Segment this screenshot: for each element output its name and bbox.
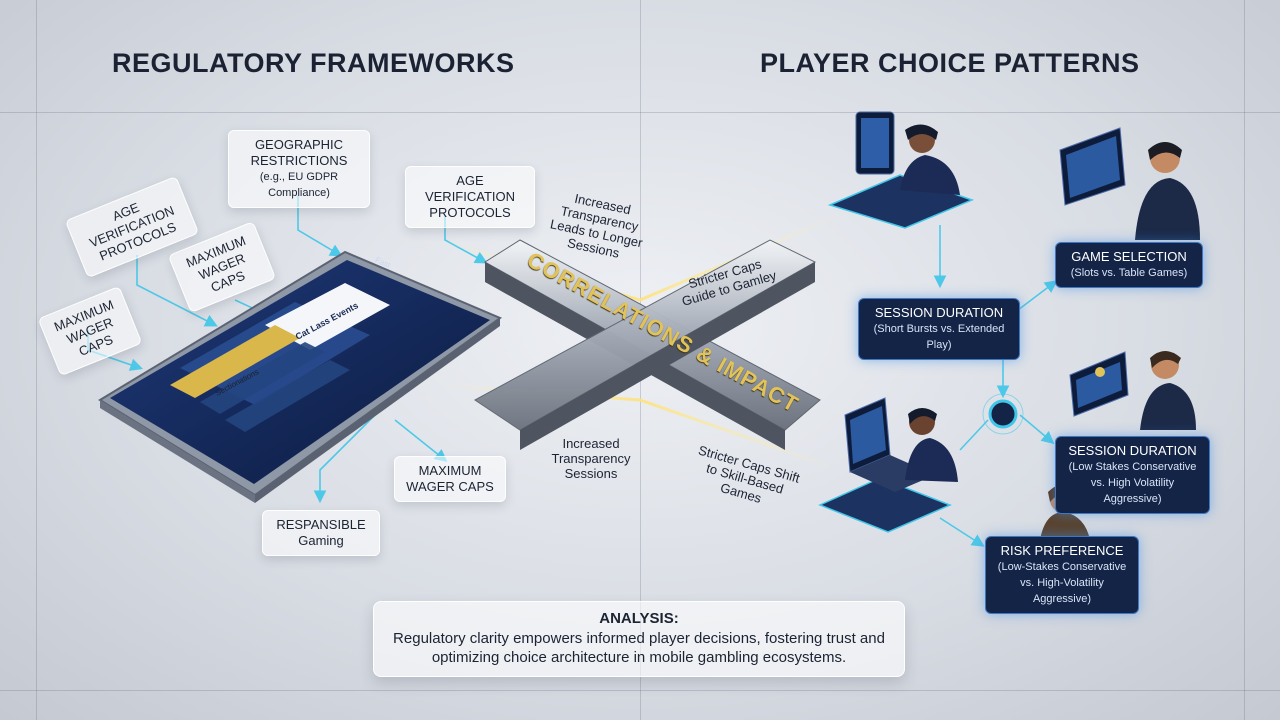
tag-session-duration-bottom-title: SESSION DURATION xyxy=(1068,443,1197,458)
tag-responsible-gaming: RESPANSIBLE Gaming xyxy=(262,510,380,556)
tag-wager-caps-bottom-label: MAXIMUM WAGER CAPS xyxy=(406,463,494,494)
tag-geographic-title: GEOGRAPHIC RESTRICTIONS xyxy=(250,137,348,168)
analysis-heading: ANALYSIS: xyxy=(599,610,679,627)
analysis-panel: ANALYSIS: Regulatory clarity empowers in… xyxy=(373,601,905,677)
frame-line-top xyxy=(0,112,1280,113)
tag-responsible-gaming-label: RESPANSIBLE Gaming xyxy=(276,517,366,548)
tag-risk-preference-title: RISK PREFERENCE xyxy=(1000,543,1124,558)
right-section-title: PLAYER CHOICE PATTERNS xyxy=(760,48,1140,78)
tag-game-selection-detail: (Slots vs. Table Games) xyxy=(1070,267,1188,279)
tag-session-duration-top-detail: (Short Bursts vs. Extended Play) xyxy=(873,323,1005,351)
frame-line-right xyxy=(1244,0,1245,720)
tag-session-duration-bottom: SESSION DURATION (Low Stakes Conservativ… xyxy=(1055,436,1210,514)
correlation-cross xyxy=(474,239,821,450)
tag-geographic-restrictions: GEOGRAPHIC RESTRICTIONS (e.g., EU GDPR C… xyxy=(228,130,370,208)
tag-risk-preference: RISK PREFERENCE (Low-Stakes Conservative… xyxy=(985,536,1139,614)
tag-wager-caps-bottom: MAXIMUM WAGER CAPS xyxy=(394,456,506,502)
tag-age-verification-top: AGE VERIFICATION PROTOCOLS xyxy=(405,166,535,228)
note-transparency-bottom: Increased Transparency Sessions xyxy=(551,436,631,481)
tag-session-duration-bottom-detail: (Low Stakes Conservative vs. High Volati… xyxy=(1068,461,1197,505)
smartphone xyxy=(98,250,503,503)
left-section-title: REGULATORY FRAMEWORKS xyxy=(112,48,515,78)
tag-game-selection-title: GAME SELECTION xyxy=(1071,249,1187,264)
tag-session-duration-top-title: SESSION DURATION xyxy=(874,305,1004,320)
frame-line-bottom xyxy=(0,690,1280,691)
analysis-body: Regulatory clarity empowers informed pla… xyxy=(393,630,885,666)
tag-geographic-example: (e.g., EU GDPR Compliance) xyxy=(259,171,339,199)
tag-age-verification-top-label: AGE VERIFICATION PROTOCOLS xyxy=(424,173,516,220)
tag-risk-preference-detail: (Low-Stakes Conservative vs. High-Volati… xyxy=(997,561,1127,605)
frame-line-left xyxy=(36,0,37,720)
hub-node xyxy=(988,399,1018,429)
tag-game-selection: GAME SELECTION (Slots vs. Table Games) xyxy=(1055,242,1203,288)
tag-session-duration-top: SESSION DURATION (Short Bursts vs. Exten… xyxy=(858,298,1020,360)
